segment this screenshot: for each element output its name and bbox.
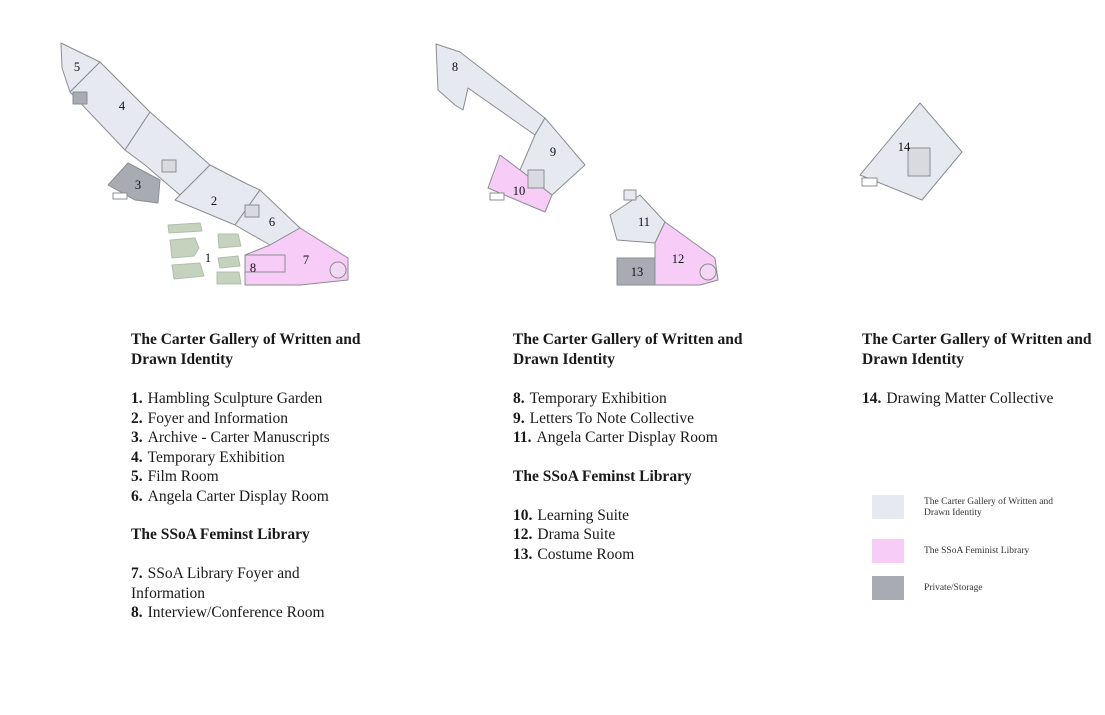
key-heading: The Carter Gallery of Written and Drawn …	[862, 331, 1092, 368]
floor-plan-ground	[60, 42, 349, 286]
map-label-13: 13	[631, 265, 644, 279]
room-8-interview[interactable]	[244, 254, 286, 273]
list-item: 13.Costume Room	[513, 545, 635, 563]
legend-label: Private/Storage	[924, 583, 983, 593]
stairs	[72, 91, 88, 105]
room-3[interactable]	[107, 162, 161, 204]
map-label-5: 5	[74, 60, 80, 74]
room-list: 10.Learning Suite 12.Drama Suite 13.Cost…	[513, 506, 743, 565]
map-label-8a: 8	[250, 261, 256, 275]
room-10[interactable]	[487, 154, 553, 213]
spiral-stair-icon	[329, 261, 347, 279]
room-list: 8.Temporary Exhibition 9.Letters To Note…	[513, 389, 743, 448]
stairs	[244, 204, 260, 218]
floor-plans: 5 4 3 2 6 1 8 7 8 9 10 11 13 12 14	[60, 42, 963, 286]
list-item: 8.Interview/Conference Room	[131, 604, 325, 621]
map-label-14: 14	[898, 140, 911, 154]
map-label-9: 9	[550, 145, 556, 159]
room-circulation[interactable]	[124, 111, 211, 196]
map-label-7: 7	[303, 253, 309, 267]
list-item: 6.Angela Carter Display Room	[131, 487, 329, 505]
room-list: 14.Drawing Matter Collective	[862, 389, 1092, 409]
key-heading: The Carter Gallery of Written and Drawn …	[513, 331, 743, 368]
map-label-11: 11	[638, 215, 650, 229]
list-item: 3.Archive - Carter Manuscripts	[131, 429, 330, 446]
list-item: 10.Learning Suite	[513, 506, 630, 524]
map-label-3: 3	[135, 178, 141, 192]
map-label-12: 12	[672, 252, 685, 266]
list-item: 14.Drawing Matter Collective	[862, 390, 1054, 407]
entrance-step	[112, 192, 128, 200]
map-room-labels: 5 4 3 2 6 1 8 7 8 9 10 11 13 12 14	[74, 60, 911, 279]
stairs	[623, 189, 637, 201]
legend-swatch	[872, 576, 904, 600]
legend-swatch	[872, 539, 904, 563]
map-label-8b: 8	[452, 60, 458, 74]
map-label-1: 1	[205, 251, 211, 265]
map-label-10: 10	[513, 184, 526, 198]
map-label-6: 6	[269, 215, 275, 229]
floor-plan-second	[859, 102, 963, 201]
list-item: 12.Drama Suite	[513, 526, 616, 543]
key-heading: The Carter Gallery of Written and Drawn …	[131, 331, 361, 368]
stairs	[527, 169, 545, 189]
list-item: 9.Letters To Note Collective	[513, 409, 694, 427]
map-label-2: 2	[211, 194, 217, 208]
key-column-1: The Carter Gallery of Written and Drawn …	[131, 330, 361, 623]
entrance-step	[861, 177, 878, 187]
key-column-2: The Carter Gallery of Written and Drawn …	[513, 330, 743, 564]
list-item: 7.SSoA Library Foyer and Information	[131, 565, 300, 602]
key-heading: The SSoA Feminst Library	[131, 526, 310, 543]
list-item: 5.Film Room	[131, 468, 219, 485]
stairs	[907, 147, 931, 177]
floor-plan-first	[435, 43, 719, 286]
room-8-temporary[interactable]	[435, 43, 546, 136]
spiral-stair-icon	[699, 263, 717, 281]
room-list: 7.SSoA Library Foyer and Information 8.I…	[131, 564, 325, 623]
list-item: 4.Temporary Exhibition	[131, 448, 285, 466]
map-label-4: 4	[119, 99, 126, 113]
entrance-step	[489, 192, 505, 201]
legend-label: The SSoA Feminist Library	[924, 546, 1030, 556]
list-item: 8.Temporary Exhibition	[513, 390, 667, 407]
sculpture-garden	[167, 222, 242, 285]
stairs	[161, 159, 177, 173]
room-13[interactable]	[616, 257, 656, 286]
list-item: 1.Hambling Sculpture Garden	[131, 390, 323, 407]
list-item: 11.Angela Carter Display Room	[513, 429, 718, 446]
legend-label: The Carter Gallery of Written and Drawn …	[924, 497, 1053, 518]
room-list: 1.Hambling Sculpture Garden 2.Foyer and …	[131, 389, 361, 506]
legend-swatch	[872, 495, 904, 519]
key-heading: The SSoA Feminst Library	[513, 467, 692, 485]
key-column-3: The Carter Gallery of Written and Drawn …	[862, 330, 1092, 409]
list-item: 2.Foyer and Information	[131, 409, 288, 427]
